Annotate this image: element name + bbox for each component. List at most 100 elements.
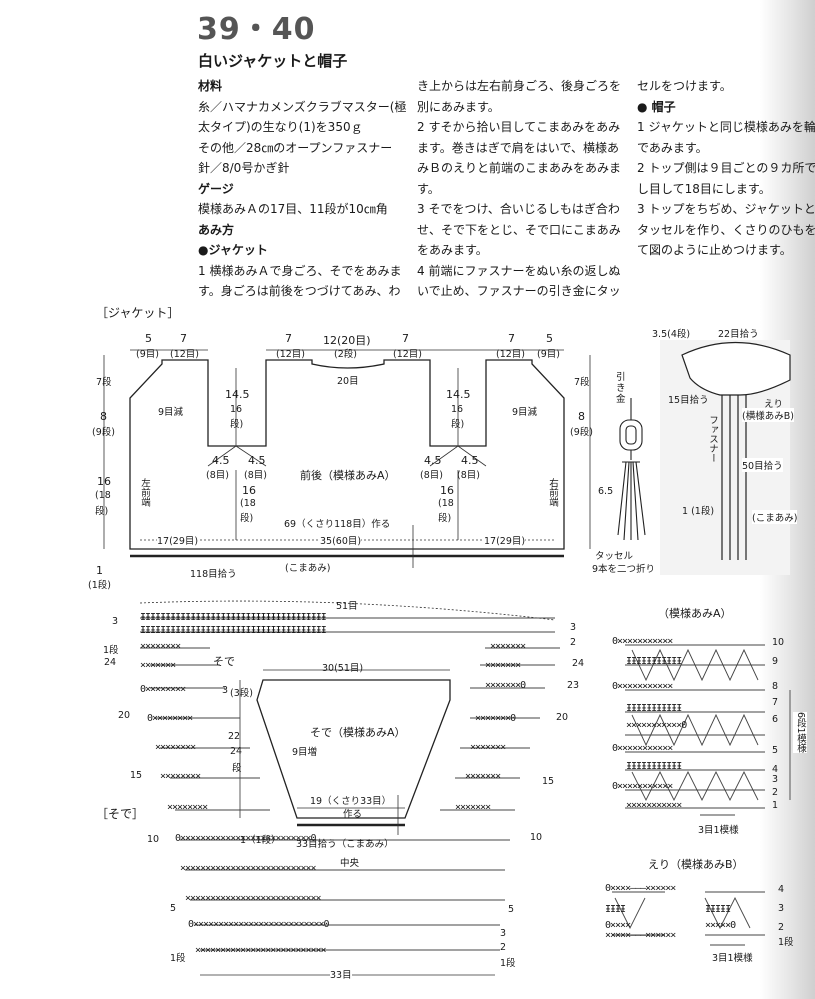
instruction-line: 模様あみＡの17目、11段が10㎝角: [198, 202, 388, 216]
sleeve-inc: 9目増: [292, 747, 318, 758]
pattern-b-row-number: 3: [778, 903, 785, 914]
pattern-a-row-number: 3: [772, 774, 779, 785]
pattern-a-row-number: 7: [772, 697, 779, 708]
instruction-line: 2 すそから拾い目してこまあみをあみ: [417, 120, 621, 134]
sleeve-row-number: 15: [130, 770, 143, 781]
sleeve-chart-lines: [140, 617, 560, 951]
pattern-a-row-number: 10: [772, 637, 785, 648]
instruction-line: その他／28㎝のオープンファスナー: [198, 140, 393, 155]
dim-label: 8: [578, 410, 585, 423]
dim-label: 段): [230, 419, 244, 430]
pattern-a-stitch-row: ƗƗƗƗƗƗƗƗƗƗƗ: [626, 703, 682, 714]
pattern-a-row-number: 8: [772, 681, 779, 692]
sleeve-row-number: 20: [556, 712, 569, 723]
pattern-b-row-number: 1段: [778, 937, 794, 948]
sleeve-stitch-row: ×××××××: [455, 802, 491, 813]
instruction-line: て図のように止めつけます。: [637, 243, 792, 257]
body-label: 前後（模様あみA）: [300, 469, 396, 482]
dim-label: 4.5: [212, 454, 230, 467]
sleeve-chain: 19（くさり33目）: [310, 796, 392, 807]
sleeve-row-number: 20: [118, 710, 131, 721]
instruction-line: 3 そでをつけ、合いじるしもはぎ合わ: [417, 202, 620, 216]
instruction-line: す。: [417, 181, 440, 196]
left-front-label: 左前端: [139, 478, 150, 507]
dim-label: 4.5: [248, 454, 266, 467]
jacket-section-label: ［ジャケット］: [96, 306, 180, 320]
dim-label: 17(29目): [157, 533, 199, 547]
sleeve-dim: 段: [232, 763, 242, 774]
decrease-label: 9目減: [512, 407, 538, 418]
pattern-b-unit: 3目1模様: [712, 953, 753, 964]
dim-label: (8目): [420, 470, 443, 481]
sleeve-stitch-row: 0××××××××××××××××××××××××××0: [188, 919, 330, 930]
collar-dim: 3.5(4段): [652, 329, 691, 340]
dim-label: 7: [180, 332, 187, 345]
sleeve-row-number: 10: [530, 832, 543, 843]
instruction-line: 糸／ハマナカメンズクラブマスター(極: [198, 99, 407, 114]
pattern-a-row-number: 6: [772, 714, 779, 725]
dim-label: (9段): [570, 427, 593, 438]
sleeve-row-number: 1段: [500, 958, 516, 969]
sleeve-label: そで（模様あみA）: [310, 726, 406, 739]
dim-label: 14.5: [225, 388, 250, 401]
sleeve-dim: 30(51目): [322, 663, 364, 674]
sleeve-row-number: 5: [170, 903, 177, 914]
sleeve-stitch-row: ×××××××: [140, 660, 176, 671]
dim-label: 4.5: [424, 454, 442, 467]
dim-label: 7段: [96, 377, 112, 388]
instruction-line: 4 前端にファスナーをぬい糸の返しぬ: [417, 263, 621, 278]
instruction-line: 1 横様あみＡで身ごろ、そでをあみま: [198, 263, 402, 278]
instruction-line: ます。巻きはぎで肩をはいで、横様あ: [417, 140, 619, 155]
sleeve-row-number: 10: [147, 834, 160, 845]
dim-label: (8目): [457, 470, 480, 481]
dim-label: 20目: [337, 376, 359, 387]
collar-row: 1 (1段): [682, 506, 715, 517]
dim-label: (12目): [496, 349, 526, 360]
instruction-line: 別にあみます。: [417, 99, 500, 114]
dim-label: (12目): [170, 349, 200, 360]
tassel-length: 6.5: [598, 486, 614, 497]
dim-label: 4.5: [461, 454, 479, 467]
pattern-b-stitch-row: ƗƗƗƗ: [605, 904, 626, 915]
instruction-line: であみます。: [637, 140, 708, 155]
sleeve-row-number: 1段: [103, 645, 119, 656]
sleeve-row-number: 24: [572, 658, 585, 669]
sleeve-top-count: 51目: [336, 601, 358, 612]
sleeve-bottom-count: 33目: [330, 967, 352, 981]
instruction-line: 2 トップ側は９目ごとの９カ所で減ら: [637, 161, 815, 175]
sleeve-dim: (3段): [230, 688, 253, 699]
pattern-b-chart-lines: [612, 891, 765, 946]
sleeve-section-label: ［そで］: [96, 807, 145, 821]
pattern-a-unit: 3目1模様: [698, 825, 739, 836]
pattern-a-stitch-row: 0×××××××××××: [612, 636, 673, 647]
dim-label: 段): [95, 506, 109, 517]
collar-pattern: (横様あみB): [742, 408, 794, 422]
tassel-drawing: [617, 398, 646, 541]
instructions-column-3: セルをつけます。● 帽子1 ジャケットと同じ模様あみを輪あみであみます。2 トッ…: [637, 76, 815, 261]
sleeve-row-number: 23: [567, 680, 580, 691]
collar-pick: 22目拾う: [718, 329, 759, 340]
dim-label: 8: [100, 410, 107, 423]
sleeve-row-number: 2: [570, 637, 577, 648]
sleeve-stitch-row: 0××××××××××××××××××××××××××0: [175, 833, 317, 844]
pattern-a-repeat: 6段1模様: [793, 712, 807, 753]
fastener-label: ファスナー: [707, 415, 718, 463]
dim-label: (1段): [88, 580, 111, 591]
pattern-title: 白いジャケットと帽子: [198, 52, 348, 70]
dim-label: 16: [97, 475, 111, 488]
dim-label: 14.5: [446, 388, 471, 401]
sleeve-stitch-row: ×××××××××××××××××××××××××××: [185, 893, 322, 904]
right-front-label: 右前端: [547, 478, 558, 507]
dim-label: 16: [451, 404, 464, 415]
pattern-a-stitch-row: 0×××××××××××: [612, 781, 673, 792]
pull-tab-label: 引き金: [616, 372, 626, 405]
jacket-outline: [129, 359, 565, 550]
dim-label: 段): [451, 419, 465, 430]
dim-label: 5: [546, 332, 553, 345]
dim-label: 12(20目): [323, 334, 371, 347]
koma-label: (こまあみ): [285, 563, 331, 574]
decrease-label: 9目減: [158, 407, 184, 418]
pattern-b-stitch-row: 0××××———××××××: [605, 883, 676, 894]
